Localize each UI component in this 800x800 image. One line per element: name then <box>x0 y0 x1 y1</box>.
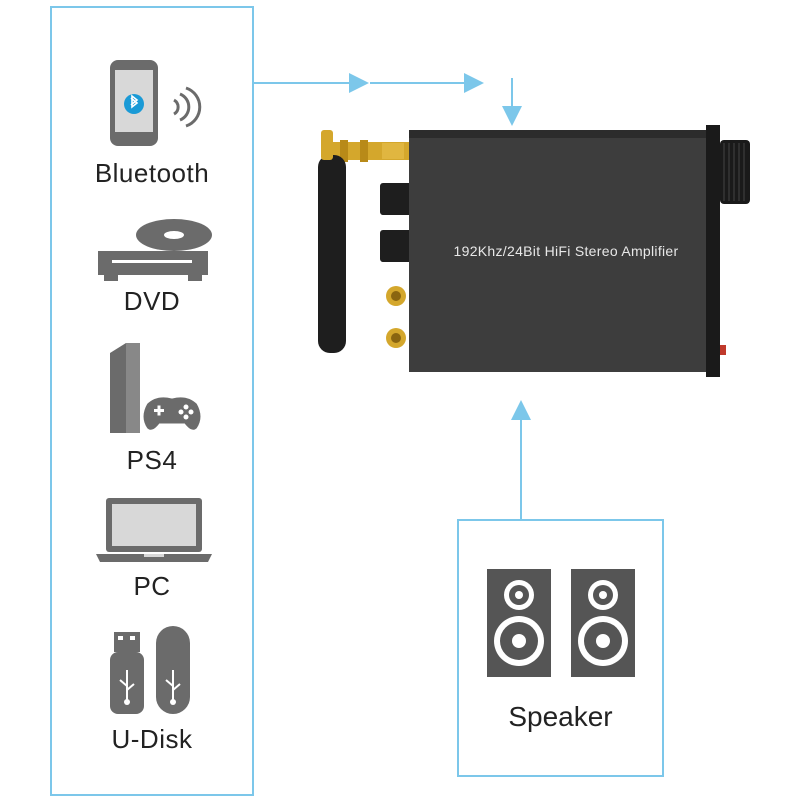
antenna <box>318 155 346 353</box>
amplifier-body <box>409 130 714 372</box>
laptop-icon <box>96 498 212 562</box>
dvd-player-icon <box>98 219 212 281</box>
amplifier-label: 192Khz/24Bit HiFi Stereo Amplifier <box>454 243 679 259</box>
source-label-u-disk: U-Disk <box>111 724 193 754</box>
usb-drive-icon <box>110 626 190 714</box>
speaker-label: Speaker <box>508 701 613 732</box>
source-label-bluetooth: Bluetooth <box>94 158 210 188</box>
game-console-icon <box>110 343 204 433</box>
source-label-ps4: PS4 <box>126 445 178 475</box>
speaker-icon <box>487 569 635 677</box>
speaker-panel <box>457 519 664 777</box>
smartphone-bluetooth-icon <box>110 60 202 146</box>
source-label-pc: PC <box>133 571 171 601</box>
amplifier-device: 192Khz/24Bit HiFi Stereo Amplifier <box>318 125 750 377</box>
sources-panel: Bluetooth DVD PS4 PC <box>50 6 254 796</box>
volume-knob <box>720 140 750 204</box>
source-label-dvd: DVD <box>123 286 181 316</box>
